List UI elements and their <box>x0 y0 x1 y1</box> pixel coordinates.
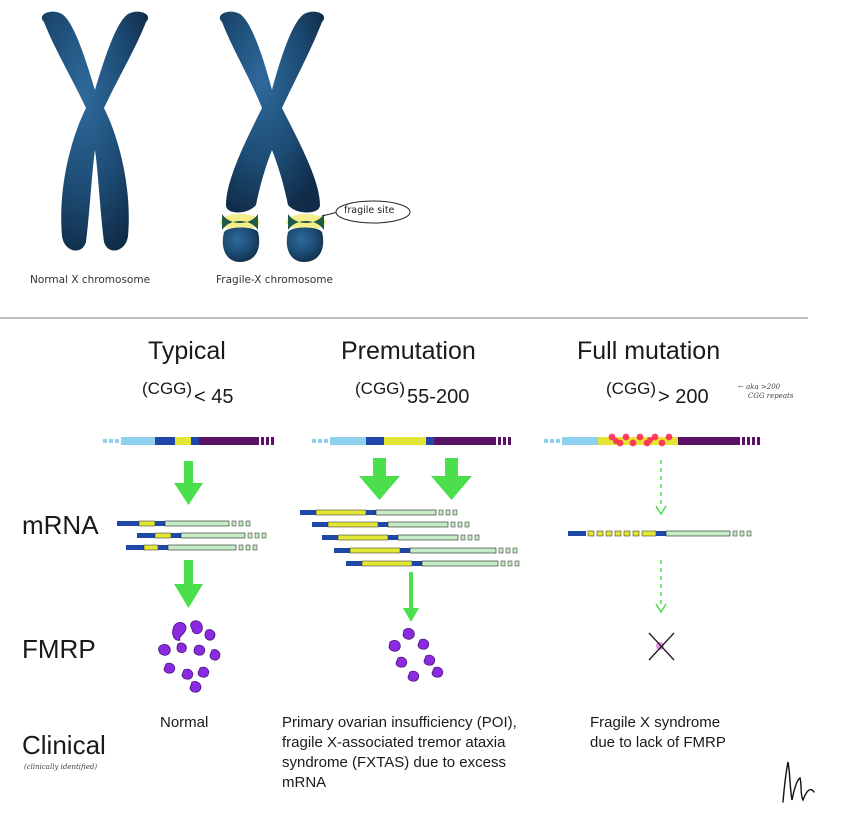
row-label-clinical: Clinical <box>22 730 106 760</box>
premutation-mrna-strands <box>300 509 520 567</box>
cgg-prefix: (CGG) <box>355 379 406 398</box>
full-mutation-mrna-strand <box>568 530 752 537</box>
normal-x-chromosome-caption: Normal X chromosome <box>30 274 151 286</box>
fragile-site-callout <box>321 200 411 224</box>
fragile-x-chromosome <box>219 11 326 262</box>
clinical-premutation: Primary ovarian insufficiency (POI), fra… <box>282 714 517 791</box>
cgg-premutation: (CGG)55-200 <box>355 377 469 408</box>
clinical-full-mutation: Fragile X syndrome due to lack of FMRP <box>590 714 726 751</box>
typical-fmrp-cluster <box>158 620 221 693</box>
handwritten-note-full-mutation: ← aka >200 CGG repeats <box>738 383 794 400</box>
typical-mrna-strands <box>117 520 267 551</box>
cgg-range: < 45 <box>194 386 234 408</box>
typical-gene-bar <box>103 437 274 445</box>
normal-x-chromosome <box>41 11 149 251</box>
cgg-range: > 200 <box>658 386 709 408</box>
cgg-typical: (CGG)< 45 <box>142 377 234 408</box>
typical-arrow-gene-to-mrna <box>174 461 203 505</box>
full-mutation-gene-bar <box>544 433 760 447</box>
cgg-prefix: (CGG) <box>606 379 657 398</box>
column-title-full-mutation: Full mutation <box>577 337 721 365</box>
fragile-x-chromosome-caption: Fragile-X chromosome <box>216 274 333 286</box>
handwritten-note-clinical: (clinically identified) <box>24 763 98 771</box>
handwritten-signature <box>782 761 815 803</box>
column-title-premutation: Premutation <box>341 337 476 365</box>
row-label-fmrp: FMRP <box>22 634 96 664</box>
cgg-full-mutation: (CGG)> 200 <box>606 377 709 408</box>
column-title-typical: Typical <box>148 337 226 365</box>
full-mutation-no-fmrp <box>648 632 675 661</box>
fragile-site-label: fragile site <box>344 205 395 216</box>
cgg-range: 55-200 <box>407 386 470 408</box>
full-mutation-dashed-arrow-2 <box>655 560 667 614</box>
premutation-arrow-mrna-to-fmrp <box>403 572 419 622</box>
cgg-prefix: (CGG) <box>142 379 193 398</box>
premutation-arrow-right <box>431 458 472 500</box>
premutation-gene-bar <box>312 437 511 445</box>
premutation-fmrp-cluster <box>388 628 444 682</box>
clinical-typical: Normal <box>160 714 209 731</box>
row-label-mrna: mRNA <box>22 510 99 540</box>
full-mutation-dashed-arrow-1 <box>655 460 667 516</box>
premutation-arrow-left <box>359 458 400 500</box>
typical-arrow-mrna-to-fmrp <box>174 560 203 608</box>
